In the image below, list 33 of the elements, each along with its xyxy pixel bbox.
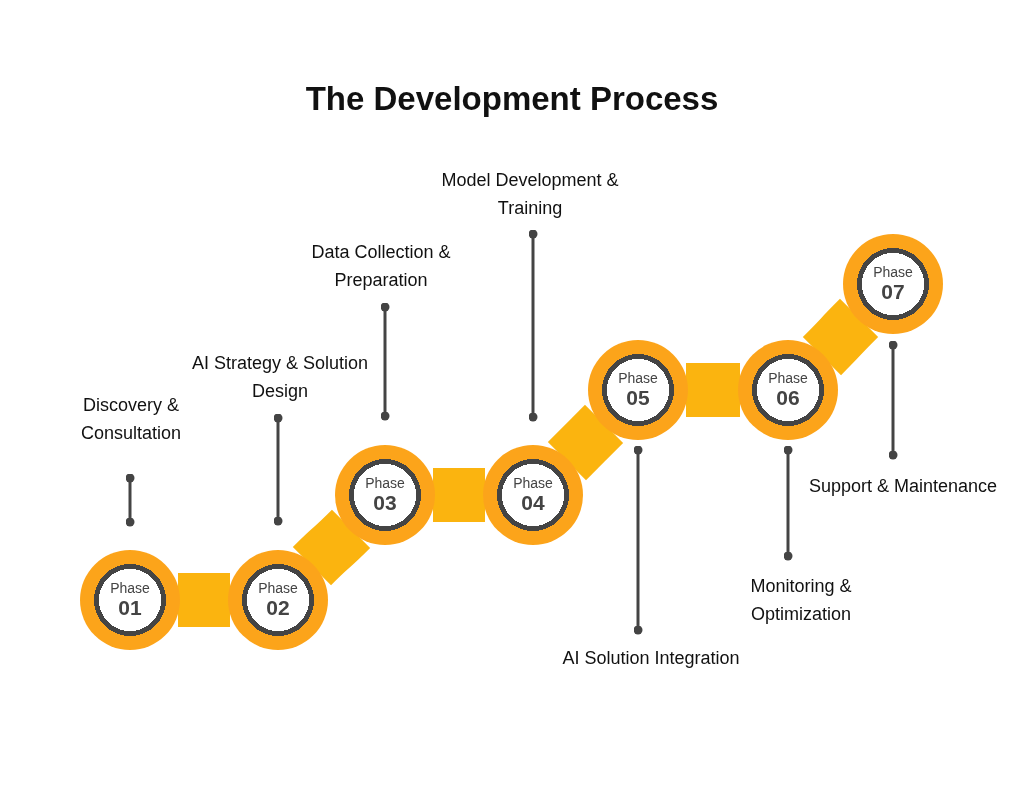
- leader-line: [380, 302, 390, 421]
- step-label: Support & Maintenance: [808, 472, 998, 500]
- phase-number: 02: [266, 596, 290, 620]
- path-ribbon: [802, 298, 879, 376]
- phase-label: Phase: [768, 370, 808, 386]
- title: The Development Process: [305, 80, 719, 118]
- phase-number: 01: [118, 596, 142, 620]
- leader-line: [633, 445, 643, 635]
- phase-label: Phase: [258, 580, 298, 596]
- phase-number: 06: [776, 386, 800, 410]
- phase-number: 07: [881, 280, 905, 304]
- step-label: Model Development & Training: [435, 166, 625, 222]
- leader-line: [783, 445, 793, 561]
- step-label: Monitoring & Optimization: [706, 572, 896, 628]
- path-ribbon: [433, 468, 485, 522]
- path-ribbon: [686, 363, 740, 417]
- leader-line: [528, 229, 538, 422]
- step-label: AI Solution Integration: [556, 644, 746, 672]
- phase-label: Phase: [618, 370, 658, 386]
- phase-label: Phase: [365, 475, 405, 491]
- phase-label: Phase: [110, 580, 150, 596]
- path-ribbon: [547, 404, 624, 481]
- path-ribbon: [292, 509, 371, 586]
- phase-label: Phase: [513, 475, 553, 491]
- leader-line: [125, 473, 135, 527]
- step-label: Data Collection & Preparation: [286, 238, 476, 294]
- leader-line: [273, 413, 283, 526]
- phase-number: 04: [521, 491, 545, 515]
- path-ribbon: [178, 573, 230, 627]
- phase-label: Phase: [873, 264, 913, 280]
- leader-line: [888, 340, 898, 460]
- phase-number: 05: [626, 386, 650, 410]
- phase-number: 03: [373, 491, 397, 515]
